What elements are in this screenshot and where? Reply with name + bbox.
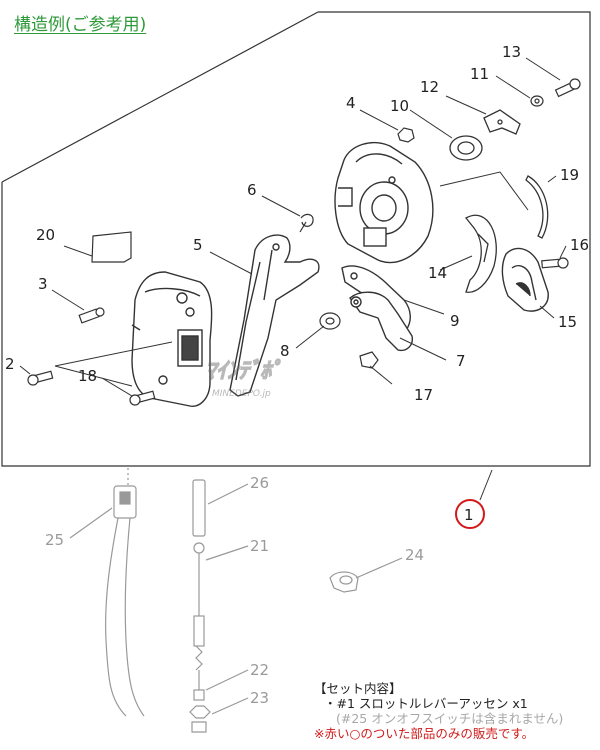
part-cable-21 bbox=[193, 542, 205, 690]
part-washer-11 bbox=[530, 95, 544, 107]
part-bearing-10 bbox=[449, 135, 483, 161]
lower-parts bbox=[69, 468, 403, 733]
svg-text:ﾏｲﾝﾃﾞﾎﾟ: ﾏｲﾝﾃﾞﾎﾟ bbox=[205, 358, 282, 384]
part-label-sticker bbox=[91, 231, 132, 263]
part-screw-3 bbox=[78, 307, 105, 324]
part-rod-26 bbox=[192, 479, 206, 537]
part-number-22: 22 bbox=[250, 661, 269, 679]
part-number-12: 12 bbox=[420, 78, 439, 96]
part-number-13: 13 bbox=[502, 43, 521, 61]
set-contents-sale-note: ※赤い○のついた部品のみの販売です。 bbox=[314, 726, 535, 741]
part-switch-25 bbox=[105, 485, 145, 717]
part-number-4: 4 bbox=[346, 94, 356, 112]
watermark-text: MINEDEPO.jp bbox=[212, 389, 271, 399]
part-nut-8 bbox=[319, 312, 341, 330]
part-number-26: 26 bbox=[250, 474, 269, 492]
part-screw-16 bbox=[541, 257, 569, 269]
part-spring-6 bbox=[299, 213, 314, 233]
part-number-2: 2 bbox=[5, 355, 15, 373]
part-number-10: 10 bbox=[390, 97, 409, 115]
part-number-24: 24 bbox=[405, 546, 424, 564]
part-screw-18 bbox=[129, 390, 156, 406]
leader-lines bbox=[19, 57, 567, 397]
part-number-7: 7 bbox=[456, 352, 466, 370]
part-throttle-body bbox=[334, 142, 434, 264]
part-number-5: 5 bbox=[193, 236, 203, 254]
part-number-19: 19 bbox=[560, 166, 579, 184]
set-contents-heading: 【セット内容】 bbox=[314, 681, 402, 696]
set-contents-item: ・#1 スロットルレバーアッセン x1 bbox=[324, 696, 528, 711]
part-nut-23 bbox=[189, 705, 211, 733]
part-arc-19 bbox=[525, 175, 549, 239]
leader-part-1 bbox=[479, 469, 493, 501]
assembly-boundary-diagonal bbox=[1, 11, 319, 183]
part-clip-24 bbox=[329, 571, 359, 593]
part-throttle-lever bbox=[229, 234, 320, 397]
part-nut-4 bbox=[397, 127, 415, 143]
part-bolt-13 bbox=[554, 78, 581, 98]
part-number-9: 9 bbox=[450, 312, 460, 330]
part-number-17: 17 bbox=[414, 386, 433, 404]
part-number-14: 14 bbox=[428, 264, 447, 282]
part-number-25: 25 bbox=[45, 531, 64, 549]
highlight-circle bbox=[455, 499, 485, 529]
part-plate-14 bbox=[465, 214, 497, 293]
set-contents-excluded: (#25 オンオフスイッチは含まれません) bbox=[336, 711, 564, 726]
assembly-boundary bbox=[1, 11, 591, 467]
part-number-8: 8 bbox=[280, 342, 290, 360]
part-number-23: 23 bbox=[250, 689, 269, 707]
part-cover-15 bbox=[501, 247, 549, 312]
part-number-11: 11 bbox=[470, 65, 489, 83]
part-number-15: 15 bbox=[558, 313, 577, 331]
page-title: 構造例(ご参考用) bbox=[14, 15, 147, 35]
part-link-7 bbox=[349, 291, 413, 352]
part-number-1: 1 bbox=[464, 506, 474, 524]
part-block-17 bbox=[359, 351, 379, 369]
screw-guide-lines bbox=[54, 341, 173, 387]
part-bracket-12 bbox=[483, 109, 521, 135]
part-number-20: 20 bbox=[36, 226, 55, 244]
part-number-3: 3 bbox=[38, 275, 48, 293]
part-ferrule-22 bbox=[193, 689, 205, 701]
watermark-logo: ﾏｲﾝﾃﾞﾎﾟ MINEDEPO.jp bbox=[205, 358, 283, 400]
part-screw-2 bbox=[27, 370, 54, 386]
part-number-18: 18 bbox=[78, 367, 97, 385]
part-number-6: 6 bbox=[247, 181, 257, 199]
set-contents-note: 【セット内容】 ・#1 スロットルレバーアッセン x1 (#25 オンオフスイッ… bbox=[314, 681, 600, 741]
part-number-21: 21 bbox=[250, 537, 269, 555]
part-number-16: 16 bbox=[570, 236, 589, 254]
part-handle-housing bbox=[131, 271, 213, 407]
